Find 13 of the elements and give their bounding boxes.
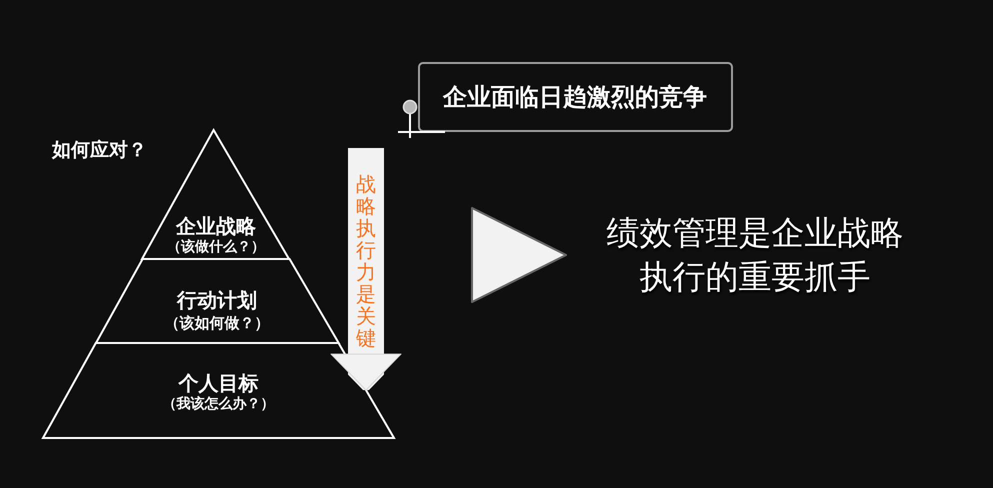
tier-heading: 个人目标 <box>178 371 258 395</box>
tier-heading: 行动计划 <box>177 288 258 312</box>
conclusion-text: 绩效管理是企业战略执行的重要抓手 <box>566 211 908 299</box>
pyramid-tier <box>96 259 338 343</box>
tier-subtitle: （该如何做？） <box>164 314 270 332</box>
question-label: 如何应对？ <box>52 138 147 162</box>
edge-label: 战略执行力是关键 <box>356 173 376 349</box>
pyramid-tier <box>142 130 290 259</box>
callout-text: 企业面临日趋激烈的竞争 <box>443 82 707 112</box>
callout-box <box>418 62 733 132</box>
tier-heading: 企业战略 <box>176 214 256 238</box>
tier-subtitle: （该做什么？） <box>166 238 265 256</box>
tier-subtitle: （我该怎么办？） <box>162 395 274 413</box>
